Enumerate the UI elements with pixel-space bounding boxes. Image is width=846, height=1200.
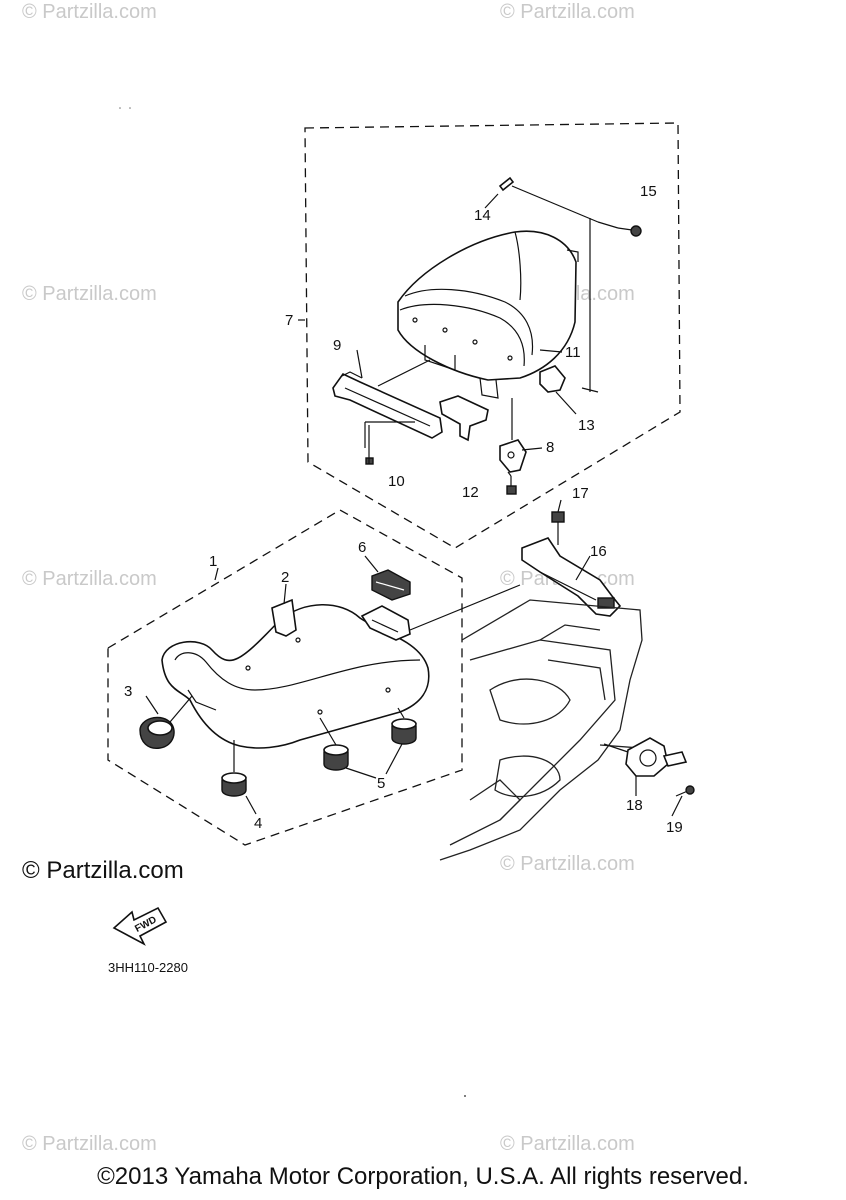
bracket-2: [271, 598, 297, 637]
callout-8: 8: [546, 439, 554, 456]
callout-14: 14: [474, 207, 491, 224]
callout-12: 12: [462, 484, 479, 501]
callout-13: 13: [578, 417, 595, 434]
watermark: © Partzilla.com: [22, 568, 157, 590]
callout-15: 15: [640, 183, 657, 200]
watermark: © Partzilla.com: [22, 283, 157, 305]
leader-lines-lower: [145, 499, 683, 817]
bolt-10: [365, 452, 374, 465]
leader-lines-upper: [298, 185, 619, 477]
damper-5-left: [323, 744, 349, 771]
seat-lock-16: [521, 537, 622, 617]
callout-4: 4: [254, 815, 262, 832]
callout-10: 10: [388, 473, 405, 490]
rear-seat-drawing: [397, 230, 579, 399]
callout-18: 18: [626, 797, 643, 814]
knob-3: [139, 716, 175, 749]
pin-14: [498, 176, 515, 192]
callout-6: 6: [358, 539, 366, 556]
cushion-6: [371, 569, 411, 601]
bolt-17: [551, 511, 565, 545]
fwd-arrow-icon: FWD: [112, 906, 168, 946]
seat-lock-18: [625, 737, 688, 777]
damper-4: [221, 772, 247, 797]
watermark: © Partzilla.com: [500, 853, 635, 875]
damper-8: [499, 439, 527, 473]
callout-9: 9: [333, 337, 341, 354]
screw-19: [675, 785, 695, 797]
callout-16: 16: [590, 543, 607, 560]
rear-seat-bracket: [439, 395, 489, 442]
copyright-notice: ©2013 Yamaha Motor Corporation, U.S.A. A…: [97, 1163, 749, 1190]
watermark: © Partzilla.com: [22, 1133, 157, 1155]
callout-2: 2: [281, 569, 289, 586]
callout-7: 7: [285, 312, 293, 329]
callout-5: 5: [377, 775, 385, 792]
front-seat-drawing: [161, 603, 430, 749]
watermark: © Partzilla.com: [22, 1, 157, 23]
callout-1: 1: [209, 553, 217, 570]
diagram-code: 3HH110-2280: [108, 960, 188, 975]
rear-seat-rail: [332, 372, 443, 439]
watermark-prominent: © Partzilla.com: [22, 857, 184, 884]
damper-5-right: [391, 718, 417, 745]
frame-drawing: [439, 599, 643, 861]
seat-bracket-13: [539, 365, 566, 393]
callout-11: 11: [565, 344, 581, 361]
watermark: © Partzilla.com: [500, 1, 635, 23]
screw-15: [617, 225, 642, 237]
watermark: © Partzilla.com: [500, 1133, 635, 1155]
callout-17: 17: [572, 485, 589, 502]
callout-3: 3: [124, 683, 132, 700]
callout-19: 19: [666, 819, 683, 836]
bolt-12: [506, 476, 517, 495]
group-box-front-seat: [107, 509, 463, 846]
